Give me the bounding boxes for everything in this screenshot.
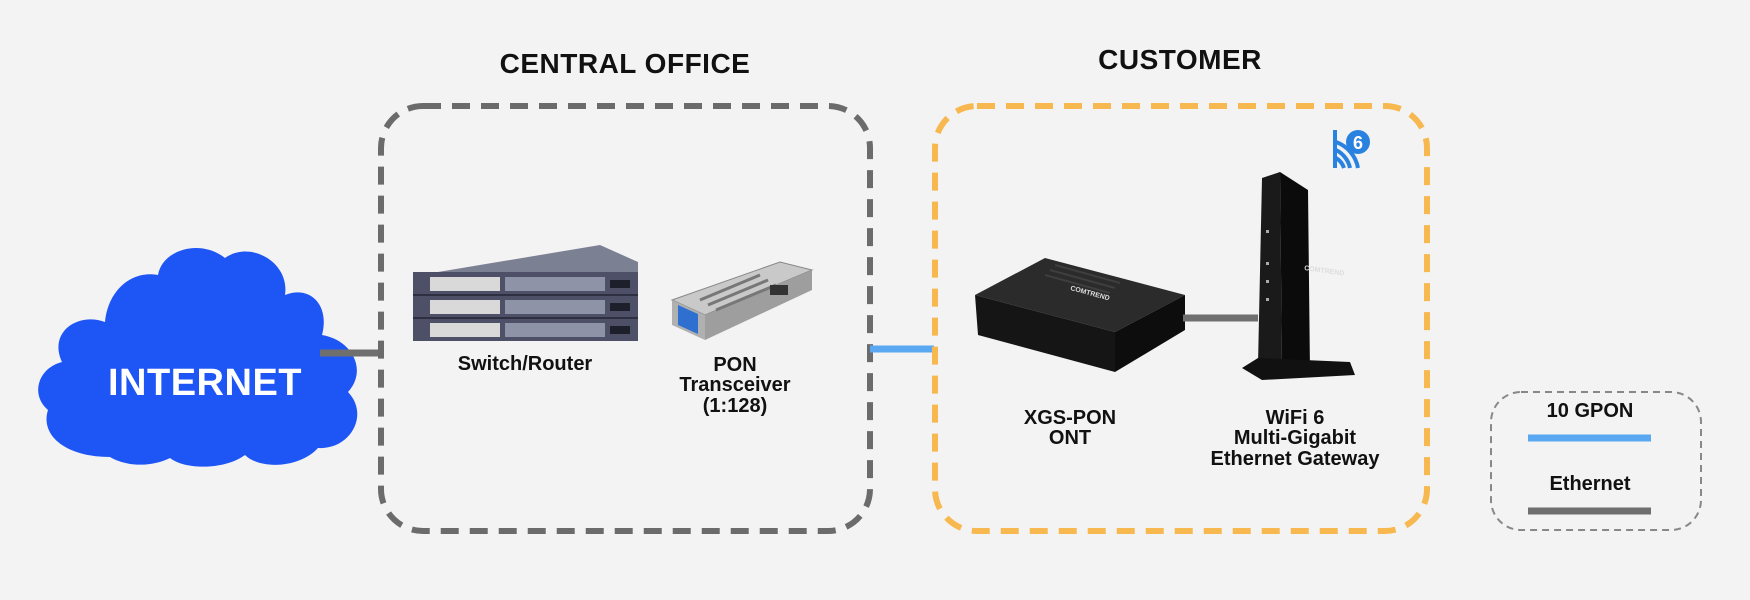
transceiver-label-line-1: PON: [713, 354, 757, 376]
ont-device-icon: [975, 258, 1185, 372]
legend-ethernet-label: Ethernet: [1549, 473, 1631, 495]
switch-router-label: Switch/Router: [457, 353, 593, 375]
transceiver-label: PON Transceiver (1:128): [660, 354, 810, 417]
gateway-device-icon: [1242, 172, 1355, 380]
customer-box: [932, 103, 1430, 534]
gateway-brand-label: COMTREND: [1304, 265, 1345, 278]
gateway-label-line-2: Multi-Gigabit: [1233, 427, 1357, 450]
gateway-label-line-3: Ethernet Gateway: [1210, 447, 1380, 470]
wifi6-badge-icon: 6: [1333, 130, 1370, 169]
ont-label-line-2: ONT: [1048, 427, 1092, 450]
internet-cloud-icon: [38, 247, 358, 467]
central-office-title: CENTRAL OFFICE: [499, 48, 751, 79]
gateway-label: WiFi 6 Multi-Gigabit Ethernet Gateway: [1180, 407, 1410, 470]
gateway-label-line-1: WiFi 6: [1265, 407, 1325, 429]
ont-label-line-1: XGS-PON: [1023, 407, 1117, 429]
ont-label: XGS-PON ONT: [1000, 408, 1140, 449]
transceiver-label-line-2: Transceiver: [679, 374, 791, 397]
customer-title: CUSTOMER: [1098, 44, 1262, 75]
transceiver-label-line-3: (1:128): [702, 394, 768, 417]
wifi6-badge-label: 6: [1353, 133, 1363, 153]
central-office-box: [378, 103, 873, 534]
switch-router-icon: [413, 245, 638, 341]
legend-gpon-label: 10 GPON: [1546, 400, 1634, 422]
internet-label: INTERNET: [108, 362, 302, 404]
pon-transceiver-icon: [670, 261, 814, 340]
legend-box: [1490, 391, 1702, 531]
